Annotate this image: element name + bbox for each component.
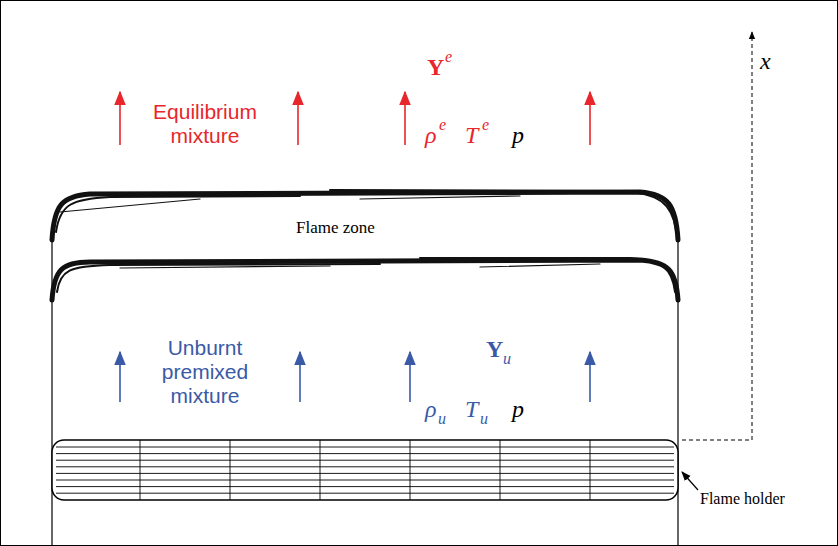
callout-label: Flame holder [700,490,785,508]
flame-front [52,190,678,300]
symbol: p [512,122,524,150]
superscript: e [445,48,452,66]
symbol: ρ [425,396,437,424]
symbol: T [465,122,478,150]
symbol: T [465,396,478,424]
x-axis [682,32,752,440]
subscript: u [503,350,511,368]
region-label: Unburnt premixed mixture [140,336,270,408]
region-label: Flame zone [296,218,375,238]
symbol: Y [427,54,444,82]
symbol: Y [486,336,503,364]
region-label: Equilibrium mixture [140,100,270,148]
axis-label: x [760,48,771,76]
flame-holder [52,440,678,500]
symbol: p [512,396,524,424]
leader-line [682,472,698,490]
symbol: ρ [425,122,437,150]
superscript: e [482,116,489,134]
subscript: u [480,410,488,428]
subscript: u [438,410,446,428]
superscript: e [439,116,446,134]
